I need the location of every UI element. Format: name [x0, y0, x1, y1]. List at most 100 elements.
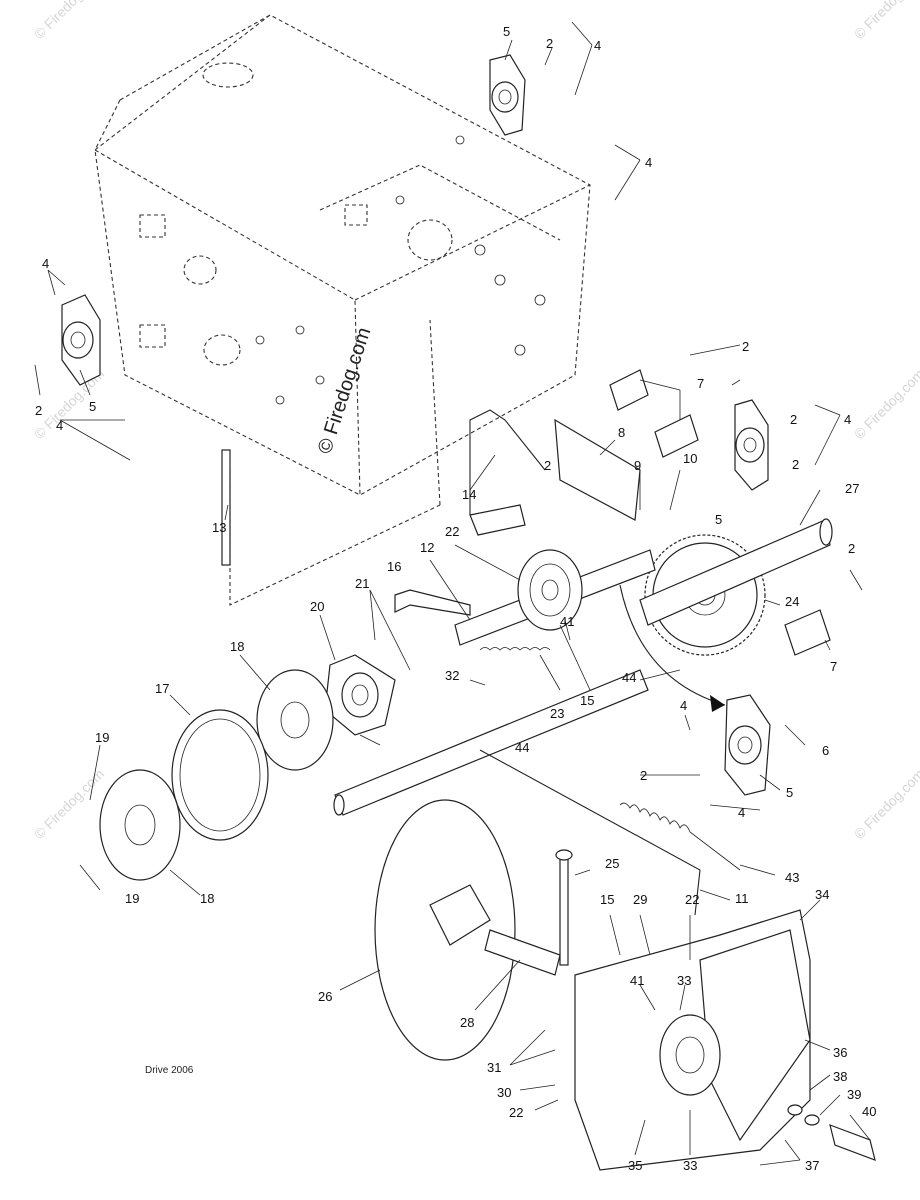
part-label-30: 30	[497, 1085, 511, 1100]
part-label-32: 32	[445, 668, 459, 683]
part-label-2: 2	[544, 458, 551, 473]
part-label-7: 7	[830, 659, 837, 674]
part-label-2: 2	[792, 457, 799, 472]
part-label-19: 19	[125, 891, 139, 906]
part-label-37: 37	[805, 1158, 819, 1173]
bearing-flange-lower	[724, 694, 771, 796]
part-label-4: 4	[680, 698, 687, 713]
part-label-40: 40	[862, 1104, 876, 1119]
part-label-4: 4	[594, 38, 601, 53]
part-label-4: 4	[844, 412, 851, 427]
faint-watermark: © Firedog.com	[31, 766, 107, 842]
bearing-flange-left	[61, 294, 101, 386]
part-label-22: 22	[685, 892, 699, 907]
part-label-5: 5	[503, 24, 510, 39]
part-label-25: 25	[605, 856, 619, 871]
part-label-22: 22	[445, 524, 459, 539]
drive-plate-26	[374, 799, 516, 1061]
part-label-43: 43	[785, 870, 799, 885]
part-label-2: 2	[640, 768, 647, 783]
part-label-18: 18	[230, 639, 244, 654]
part-label-38: 38	[833, 1069, 847, 1084]
disc-18-upper	[256, 669, 334, 771]
part-label-33: 33	[683, 1158, 697, 1173]
part-label-4: 4	[645, 155, 652, 170]
part-label-13: 13	[212, 520, 226, 535]
bearing-housing-20	[324, 654, 396, 736]
part-label-20: 20	[310, 599, 324, 614]
faint-watermark: © Firedog.com	[851, 366, 920, 442]
part-label-7: 7	[697, 376, 704, 391]
bracket-8	[554, 418, 641, 521]
shaft-27	[639, 518, 833, 626]
part-label-34: 34	[815, 887, 829, 902]
faint-watermarks: © Firedog.com © Firedog.com © Firedog.co…	[31, 0, 920, 842]
part-label-26: 26	[318, 989, 332, 1004]
part-label-6: 6	[822, 743, 829, 758]
part-label-5: 5	[786, 785, 793, 800]
faint-watermark: © Firedog.com	[31, 0, 107, 42]
part-label-19: 19	[95, 730, 109, 745]
shaft-13	[221, 449, 231, 566]
faint-watermark: © Firedog.com	[851, 766, 920, 842]
part-label-21: 21	[355, 576, 369, 591]
part-label-24: 24	[785, 594, 799, 609]
part-label-29: 29	[633, 892, 647, 907]
part-label-22: 22	[509, 1105, 523, 1120]
part-label-14: 14	[462, 487, 476, 502]
spring-23	[479, 647, 551, 651]
part-label-44: 44	[622, 670, 636, 685]
leader-lines	[34, 21, 871, 1166]
part-label-15: 15	[600, 892, 614, 907]
bearing-flange-top	[489, 54, 526, 136]
part-label-39: 39	[847, 1087, 861, 1102]
diagram-caption: Drive 2006	[145, 1065, 194, 1076]
long-shaft	[333, 669, 649, 816]
part-label-10: 10	[683, 451, 697, 466]
friction-ring-17	[171, 709, 269, 841]
part-label-17: 17	[155, 681, 169, 696]
pin-25	[555, 849, 573, 966]
spacer-7	[609, 369, 831, 656]
part-label-41: 41	[630, 973, 644, 988]
spring-43	[619, 802, 741, 871]
part-label-8: 8	[618, 425, 625, 440]
bracket-16	[394, 589, 471, 616]
part-label-2: 2	[546, 36, 553, 51]
faint-watermark: © Firedog.com	[851, 0, 920, 42]
part-label-23: 23	[550, 706, 564, 721]
part-label-9: 9	[634, 458, 641, 473]
part-label-11: 11	[735, 891, 749, 906]
part-label-16: 16	[387, 559, 401, 574]
callout-arrow	[619, 584, 726, 712]
part-label-28: 28	[460, 1015, 474, 1030]
bolt-40	[787, 1104, 876, 1161]
part-labels: 5 2 4 4 4 2 5 4 13 2 7 2 4 8 2 2 9 10 14…	[35, 24, 876, 1173]
part-label-15: 15	[580, 693, 594, 708]
part-label-5: 5	[89, 399, 96, 414]
part-label-2: 2	[742, 339, 749, 354]
part-label-5: 5	[715, 512, 722, 527]
part-label-4: 4	[738, 805, 745, 820]
part-label-2: 2	[35, 403, 42, 418]
part-label-33: 33	[677, 973, 691, 988]
part-label-35: 35	[628, 1158, 642, 1173]
friction-wheel-15	[517, 549, 583, 631]
part-label-4: 4	[56, 418, 63, 433]
watermark: © Firedog.com	[314, 325, 376, 457]
bracket-14	[469, 409, 546, 536]
part-label-31: 31	[487, 1060, 501, 1075]
part-label-2: 2	[790, 412, 797, 427]
bearing-flange-right	[734, 399, 769, 491]
part-label-2: 2	[848, 541, 855, 556]
part-label-18: 18	[200, 891, 214, 906]
part-label-44: 44	[515, 740, 529, 755]
shift-rod-11	[479, 749, 701, 916]
part-label-12: 12	[420, 540, 434, 555]
disc-18-lower	[99, 769, 181, 881]
part-label-4: 4	[42, 256, 49, 271]
lower-frame-34	[574, 909, 811, 1171]
part-label-27: 27	[845, 481, 859, 496]
part-label-41: 41	[560, 614, 574, 629]
